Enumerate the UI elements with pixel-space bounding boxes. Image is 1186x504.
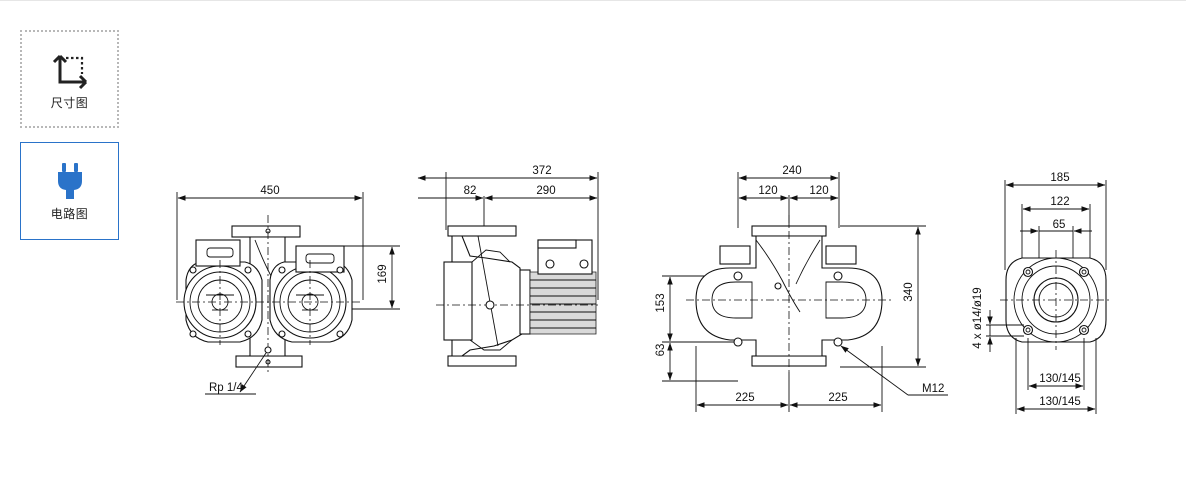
dimension-icon <box>52 54 87 90</box>
flange-holes-label: 4 x ø14/ø19 <box>972 287 984 348</box>
bolt-label: M12 <box>922 383 944 395</box>
top-total-label: 240 <box>782 165 801 177</box>
top-lower-label: 63 <box>655 344 667 357</box>
front-width-label: 450 <box>260 185 279 197</box>
flange-view: 185 122 65 4 x ø14/ø19 130/14 <box>972 172 1112 414</box>
tab-circuit-label: 电路图 <box>50 207 89 221</box>
front-height-label: 169 <box>377 264 389 283</box>
flange-bore-label: 65 <box>1053 219 1066 231</box>
tab-circuit-diagram[interactable]: 电路图 <box>20 142 119 240</box>
flange-outer-label: 185 <box>1050 172 1069 184</box>
top-height-label: 340 <box>903 282 915 301</box>
front-view: 450 169 <box>176 185 400 395</box>
side-view: 372 82 290 <box>417 165 599 367</box>
top-half-left-label: 120 <box>758 185 777 197</box>
side-left-label: 82 <box>464 185 477 197</box>
side-total-label: 372 <box>532 165 551 177</box>
tab-dimension-label: 尺寸图 <box>50 96 89 110</box>
top-bottom-left-label: 225 <box>735 392 754 404</box>
thread-label: Rp 1/4 <box>209 382 243 394</box>
tab-dimension-drawing[interactable]: 尺寸图 <box>20 30 119 128</box>
top-bottom-right-label: 225 <box>828 392 847 404</box>
flange-slot-lower-label: 130/145 <box>1039 396 1081 408</box>
top-upper-label: 153 <box>655 293 667 312</box>
flange-pcd-label: 122 <box>1050 196 1069 208</box>
plug-icon <box>57 163 82 199</box>
top-divider <box>0 0 1186 1</box>
side-right-label: 290 <box>536 185 555 197</box>
flange-slot-upper-label: 130/145 <box>1039 373 1081 385</box>
top-half-right-label: 120 <box>809 185 828 197</box>
top-view: 240 120 120 340 153 63 <box>655 165 948 412</box>
